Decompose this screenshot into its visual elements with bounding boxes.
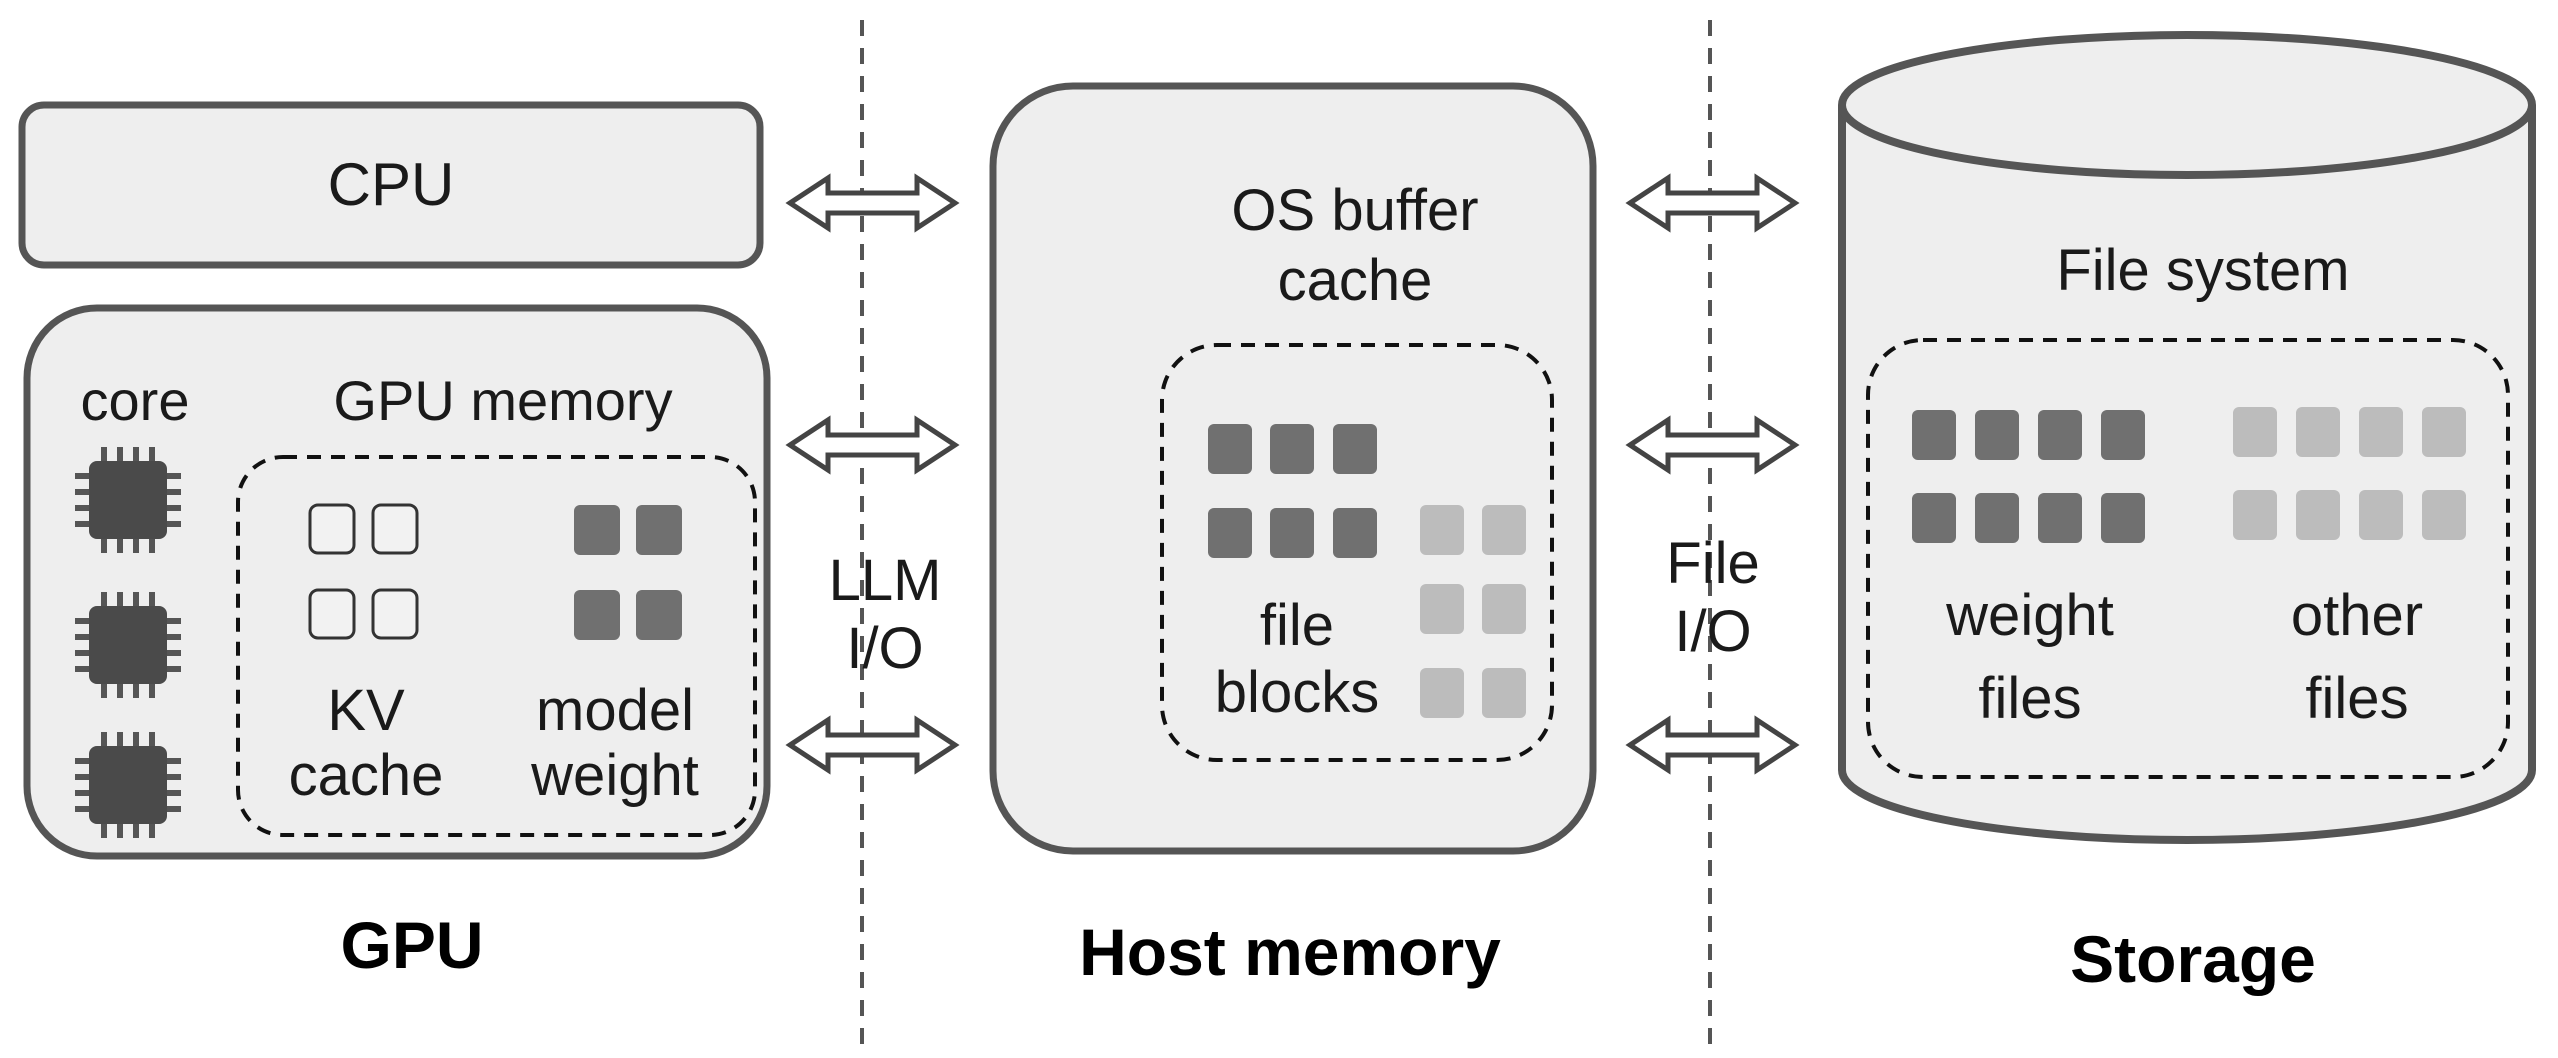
cpu-label: CPU (328, 151, 455, 218)
file-block (1482, 505, 1526, 555)
model-weight-blocks (574, 505, 682, 640)
kv-block (308, 503, 356, 555)
file-block (2038, 410, 2082, 460)
cpu-box (18, 101, 764, 269)
file-block (2101, 410, 2145, 460)
file-block (1912, 493, 1956, 543)
file-blocks-region (1160, 343, 1554, 762)
llm-io-arrows (785, 173, 960, 775)
file-block (1208, 424, 1252, 474)
gpu-memory-region (236, 455, 757, 837)
file-block (1482, 668, 1526, 718)
storage-other-blocks (2233, 407, 2466, 540)
cylinder-body (1838, 105, 2536, 844)
file-block (1270, 508, 1314, 558)
file-io-arrows (1625, 173, 1800, 775)
file-block (2296, 490, 2340, 540)
chip-icon (75, 447, 181, 553)
file-io-label-line2: I/O (1674, 599, 1751, 664)
file-block (2233, 407, 2277, 457)
file-system-region (1866, 338, 2510, 779)
file-block (1420, 584, 1464, 634)
file-block (1333, 424, 1377, 474)
weight-block (574, 590, 620, 640)
weight-block (636, 505, 682, 555)
file-block (2359, 490, 2403, 540)
double-arrow-icon (785, 173, 960, 233)
weight-label-line2: weight (530, 743, 699, 808)
os-cache-label-line1: OS buffer (1231, 178, 1478, 243)
gpu-cores (75, 447, 181, 838)
file-io-label-line1: File (1666, 531, 1759, 596)
file-block (1912, 410, 1956, 460)
file-block (2101, 493, 2145, 543)
host-light-blocks (1420, 505, 1526, 718)
file-blocks-label-line2: blocks (1215, 660, 1379, 725)
file-block (1208, 508, 1252, 558)
other-files-label-line2: files (2305, 666, 2408, 731)
llm-io-label-line1: LLM (829, 548, 942, 613)
double-arrow-icon (785, 415, 960, 475)
file-block (1420, 668, 1464, 718)
os-cache-label-line2: cache (1278, 248, 1433, 313)
file-block (1975, 410, 2019, 460)
double-arrow-icon (1625, 415, 1800, 475)
kv-block (371, 503, 419, 555)
gpu-section-title: GPU (340, 908, 483, 982)
weight-block (574, 505, 620, 555)
llm-io-label-line2: I/O (846, 616, 923, 681)
weight-block (636, 590, 682, 640)
file-block (1270, 424, 1314, 474)
file-block (1482, 584, 1526, 634)
double-arrow-icon (1625, 715, 1800, 775)
other-files-label-line1: other (2291, 583, 2423, 648)
double-arrow-icon (785, 715, 960, 775)
kv-cache-blocks (308, 503, 419, 640)
gpu-memory-label: GPU memory (333, 369, 672, 432)
host-section-title: Host memory (1079, 915, 1501, 989)
file-block (1420, 505, 1464, 555)
chip-icon (75, 592, 181, 698)
file-block (2422, 407, 2466, 457)
weight-files-label-line1: weight (1945, 583, 2114, 648)
host-dark-blocks (1208, 424, 1377, 558)
file-block (1975, 493, 2019, 543)
file-block (2422, 490, 2466, 540)
kv-block (371, 588, 419, 640)
core-label: core (81, 369, 190, 432)
kv-label-line2: cache (289, 743, 444, 808)
storage-weight-blocks (1912, 410, 2145, 543)
weight-files-label-line2: files (1978, 666, 2081, 731)
chip-icon (75, 732, 181, 838)
weight-label-line1: model (536, 678, 694, 743)
kv-block (308, 588, 356, 640)
storage-cylinder (1838, 31, 2536, 844)
file-block (1333, 508, 1377, 558)
file-system-label: File system (2056, 238, 2349, 303)
kv-label-line1: KV (327, 678, 405, 743)
file-block (2233, 490, 2277, 540)
file-block (2359, 407, 2403, 457)
double-arrow-icon (1625, 173, 1800, 233)
file-block (2038, 493, 2082, 543)
file-blocks-label-line1: file (1260, 593, 1334, 658)
gpu-box (23, 304, 771, 860)
cylinder-top (1838, 31, 2536, 179)
file-block (2296, 407, 2340, 457)
storage-section-title: Storage (2070, 922, 2316, 996)
